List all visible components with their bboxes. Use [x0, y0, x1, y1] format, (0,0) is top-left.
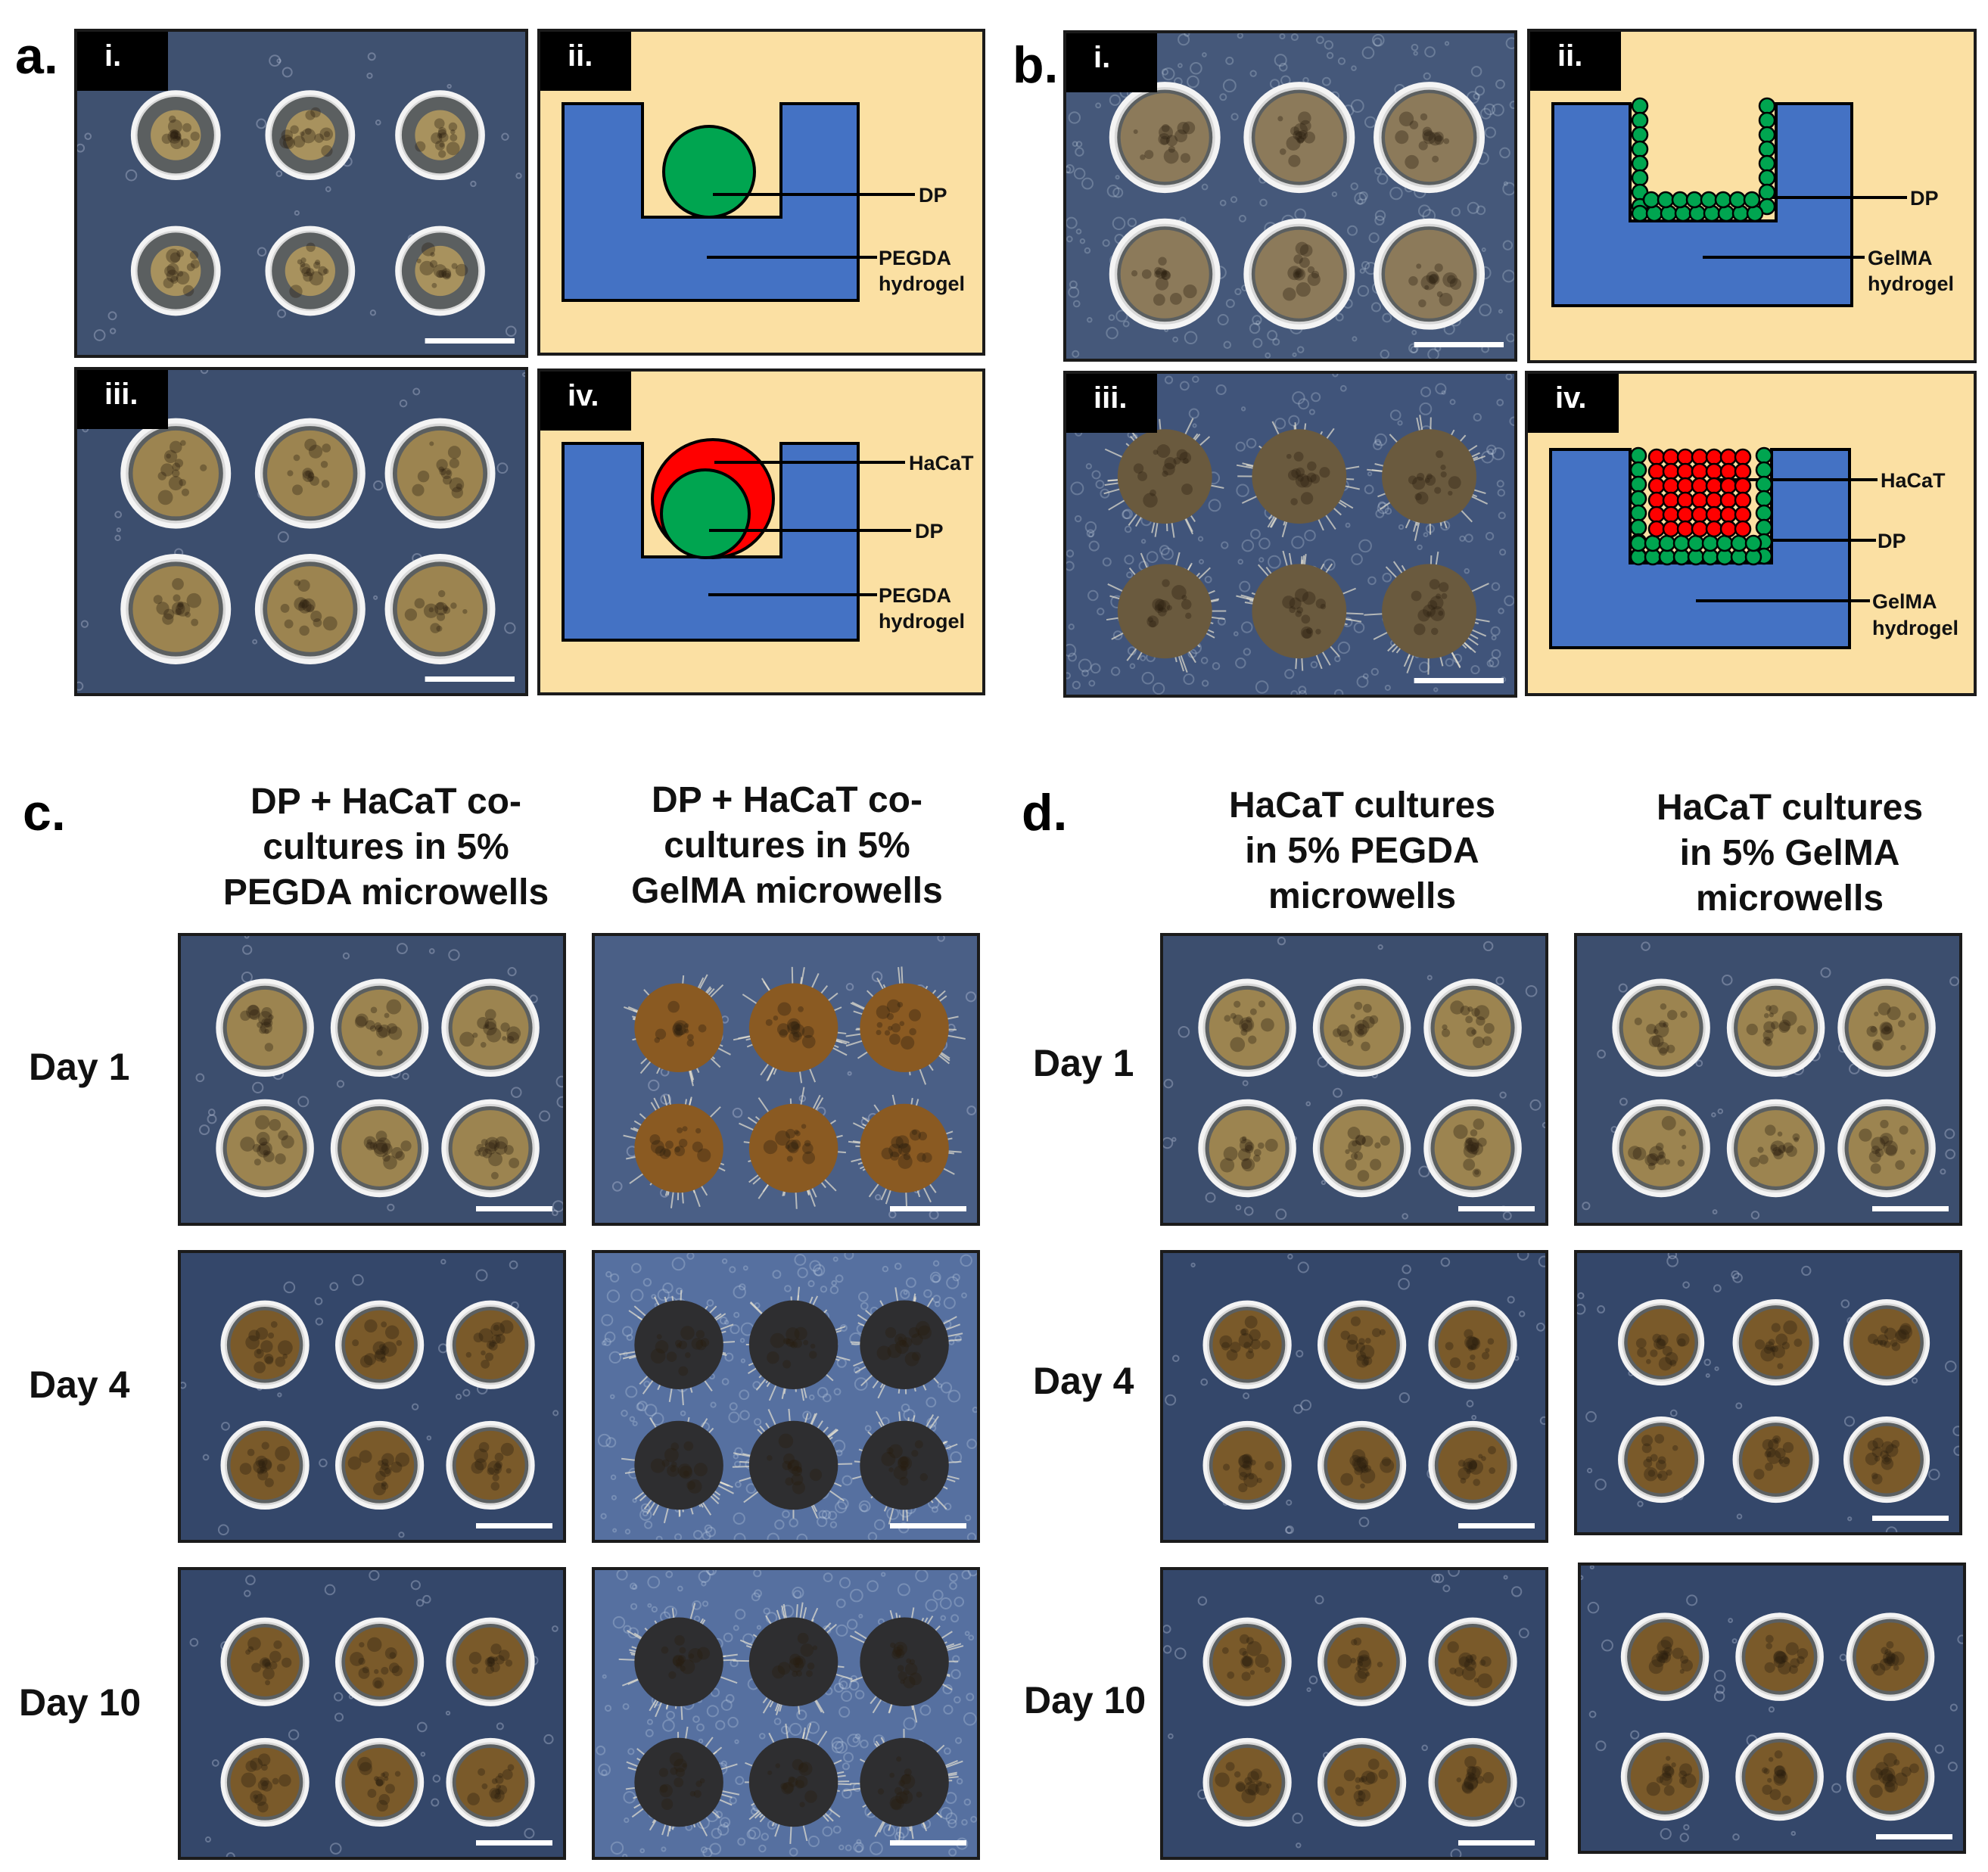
sublabel-a-i: i.	[77, 32, 168, 91]
panel-c-column-header-gelma: DP + HaCaT co- cultures in 5% GelMA micr…	[575, 778, 999, 914]
panel-d-column-header-pegda: HaCaT cultures in 5% PEGDA microwells	[1165, 783, 1559, 919]
micrograph-c-gelma-day1	[592, 933, 980, 1226]
micrograph-a-iii: iii.	[74, 367, 528, 696]
sublabel-b-iii: iii.	[1066, 374, 1157, 433]
a-iv-dp-label: DP	[915, 520, 944, 543]
b-ii-hydrogel-label-1: GelMA	[1868, 247, 1933, 269]
b-ii-hydrogel-label-2: hydrogel	[1868, 272, 1954, 295]
micrograph-d-gelma-day4	[1574, 1250, 1962, 1535]
a-ii-dp-label: DP	[919, 184, 947, 207]
d-row-label-day10: Day 10	[1024, 1679, 1146, 1721]
micrograph-b-i: i.	[1063, 30, 1517, 362]
micrograph-c-pegda-day1	[178, 933, 566, 1226]
d-col2-line-2: in 5% GelMA	[1679, 833, 1900, 873]
a-iv-hacat-label: HaCaT	[909, 452, 974, 474]
b-ii-diagram: DP GelMA hydrogel	[1551, 97, 1954, 307]
micrograph-b-iii: iii.	[1063, 371, 1517, 698]
micrograph-d-gelma-day10	[1578, 1563, 1966, 1854]
b-ii-dp-label: DP	[1910, 187, 1939, 210]
panel-b-label: b.	[1013, 36, 1059, 94]
micrograph-c-gelma-day10	[592, 1567, 980, 1860]
panel-d-label: d.	[1022, 784, 1068, 841]
micrograph-d-gelma-day1	[1574, 933, 1962, 1226]
d-row-label-day1: Day 1	[1033, 1042, 1134, 1084]
c-col1-line-2: cultures in 5%	[263, 827, 509, 867]
micrograph-c-gelma-day4	[592, 1250, 980, 1543]
c-col2-line-3: GelMA microwells	[631, 871, 943, 911]
sublabel-a-iii: iii.	[77, 370, 168, 429]
panel-c-label: c.	[23, 784, 66, 841]
micrograph-d-pegda-day1	[1160, 933, 1548, 1226]
sublabel-a-iv: iv.	[540, 372, 631, 431]
sublabel-b-ii: ii.	[1530, 32, 1621, 91]
micrograph-d-pegda-day4	[1160, 1250, 1548, 1543]
b-iv-hydrogel-label-2: hydrogel	[1872, 617, 1958, 639]
d-col2-line-1: HaCaT cultures	[1656, 788, 1924, 828]
c-row-label-day1: Day 1	[29, 1046, 130, 1088]
c-col1-line-3: PEGDA microwells	[222, 872, 549, 913]
schematic-a-iv: iv. HaCaT DP PEGDA hydrogel	[537, 368, 985, 695]
d-col1-line-2: in 5% PEGDA	[1245, 831, 1479, 871]
micrograph-a-i: i.	[74, 29, 528, 358]
d-row-label-day4: Day 4	[1033, 1360, 1134, 1402]
c-row-label-day10: Day 10	[19, 1681, 142, 1724]
sublabel-b-iv: iv.	[1528, 374, 1619, 433]
c-col2-line-2: cultures in 5%	[664, 826, 910, 866]
b-iv-dp-label: DP	[1878, 530, 1906, 552]
panel-d-column-header-gelma: HaCaT cultures in 5% GelMA microwells	[1593, 785, 1986, 922]
b-iv-hydrogel-label-1: GelMA	[1872, 590, 1937, 613]
b-iv-diagram: HaCaT DP GelMA hydrogel	[1549, 446, 1958, 649]
d-col1-line-1: HaCaT cultures	[1228, 785, 1496, 826]
sublabel-b-i: i.	[1066, 33, 1157, 92]
a-ii-hydrogel-label-1: PEGDA	[879, 247, 951, 269]
c-col2-line-1: DP + HaCaT co-	[652, 780, 922, 820]
a-iv-hydrogel-label-1: PEGDA	[879, 584, 951, 607]
micrograph-c-pegda-day10	[178, 1567, 566, 1860]
sublabel-a-ii: ii.	[540, 32, 631, 91]
d-col1-line-3: microwells	[1268, 876, 1457, 916]
b-iv-hacat-label: HaCaT	[1881, 469, 1946, 492]
panel-a-label: a.	[15, 27, 58, 85]
schematic-b-iv: iv. HaCaT DP GelMA hydrogel	[1525, 371, 1977, 696]
c-col1-line-1: DP + HaCaT co-	[250, 782, 521, 822]
d-col2-line-3: microwells	[1695, 878, 1884, 919]
a-iv-hydrogel-label-2: hydrogel	[879, 610, 965, 633]
micrograph-d-pegda-day10	[1160, 1567, 1548, 1860]
a-ii-hydrogel-label-2: hydrogel	[879, 272, 965, 295]
c-row-label-day4: Day 4	[29, 1364, 130, 1406]
schematic-a-ii: ii. DP PEGDA hydrogel	[537, 29, 985, 356]
schematic-b-ii: ii. DP GelMA hydrogel	[1527, 29, 1977, 363]
panel-c-column-header-pegda: DP + HaCaT co- cultures in 5% PEGDA micr…	[174, 779, 598, 916]
micrograph-c-pegda-day4	[178, 1250, 566, 1543]
